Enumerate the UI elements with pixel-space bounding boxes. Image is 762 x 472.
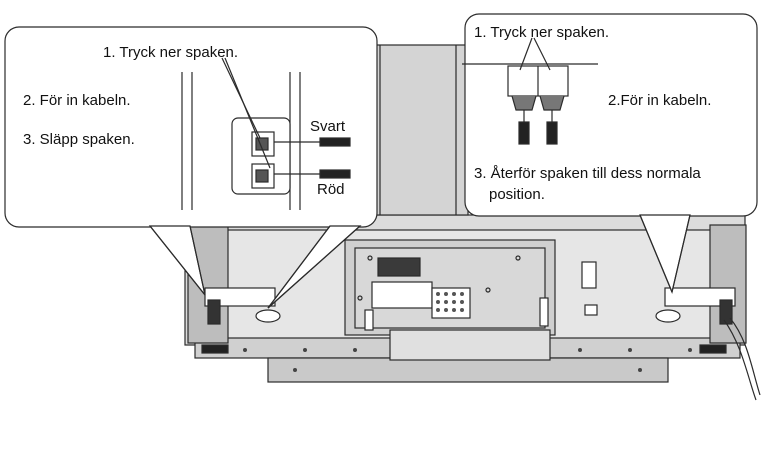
- wire-black-label: Svart: [310, 118, 346, 135]
- tv-rear-panel: [184, 44, 747, 383]
- wire-red-label: Röd: [317, 181, 345, 198]
- right-callout: [462, 13, 758, 294]
- left-step1-label: 1. Tryck ner spaken.: [103, 44, 239, 61]
- right-step2-label: 2.För in kabeln.: [608, 92, 712, 109]
- speaker-cable: [729, 317, 761, 396]
- right-step3-label-line1: 3. Återför spaken till dess normala: [474, 165, 701, 182]
- left-callout: [4, 26, 378, 309]
- right-step1-label: 1. Tryck ner spaken.: [474, 24, 610, 41]
- right-step3-label-line2: position.: [489, 186, 545, 203]
- left-step2-label: 2. För in kabeln.: [23, 92, 131, 109]
- left-step3-label: 3. Släpp spaken.: [23, 131, 135, 148]
